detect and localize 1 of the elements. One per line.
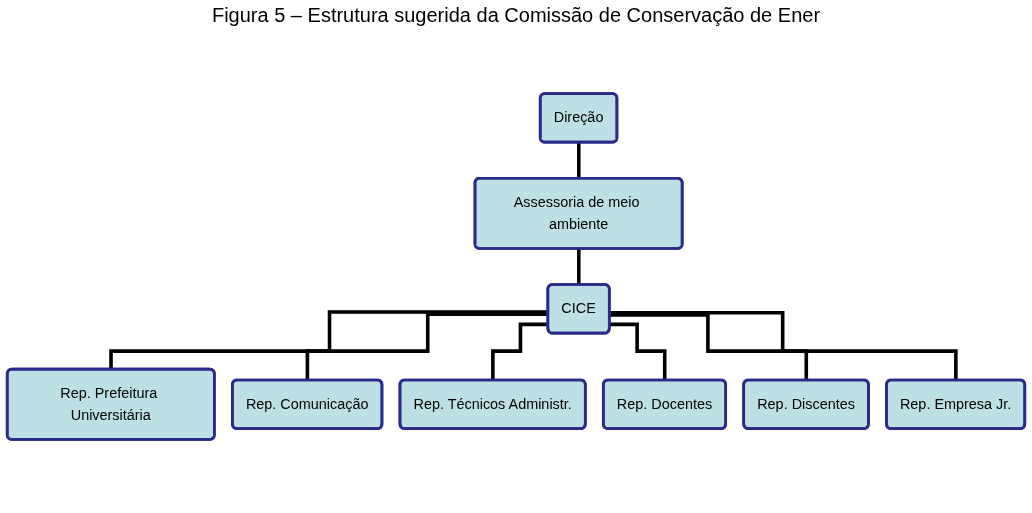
figure-title: Figura 5 – Estrutura sugerida da Comissão de Conservação de Ener bbox=[210, 4, 822, 27]
